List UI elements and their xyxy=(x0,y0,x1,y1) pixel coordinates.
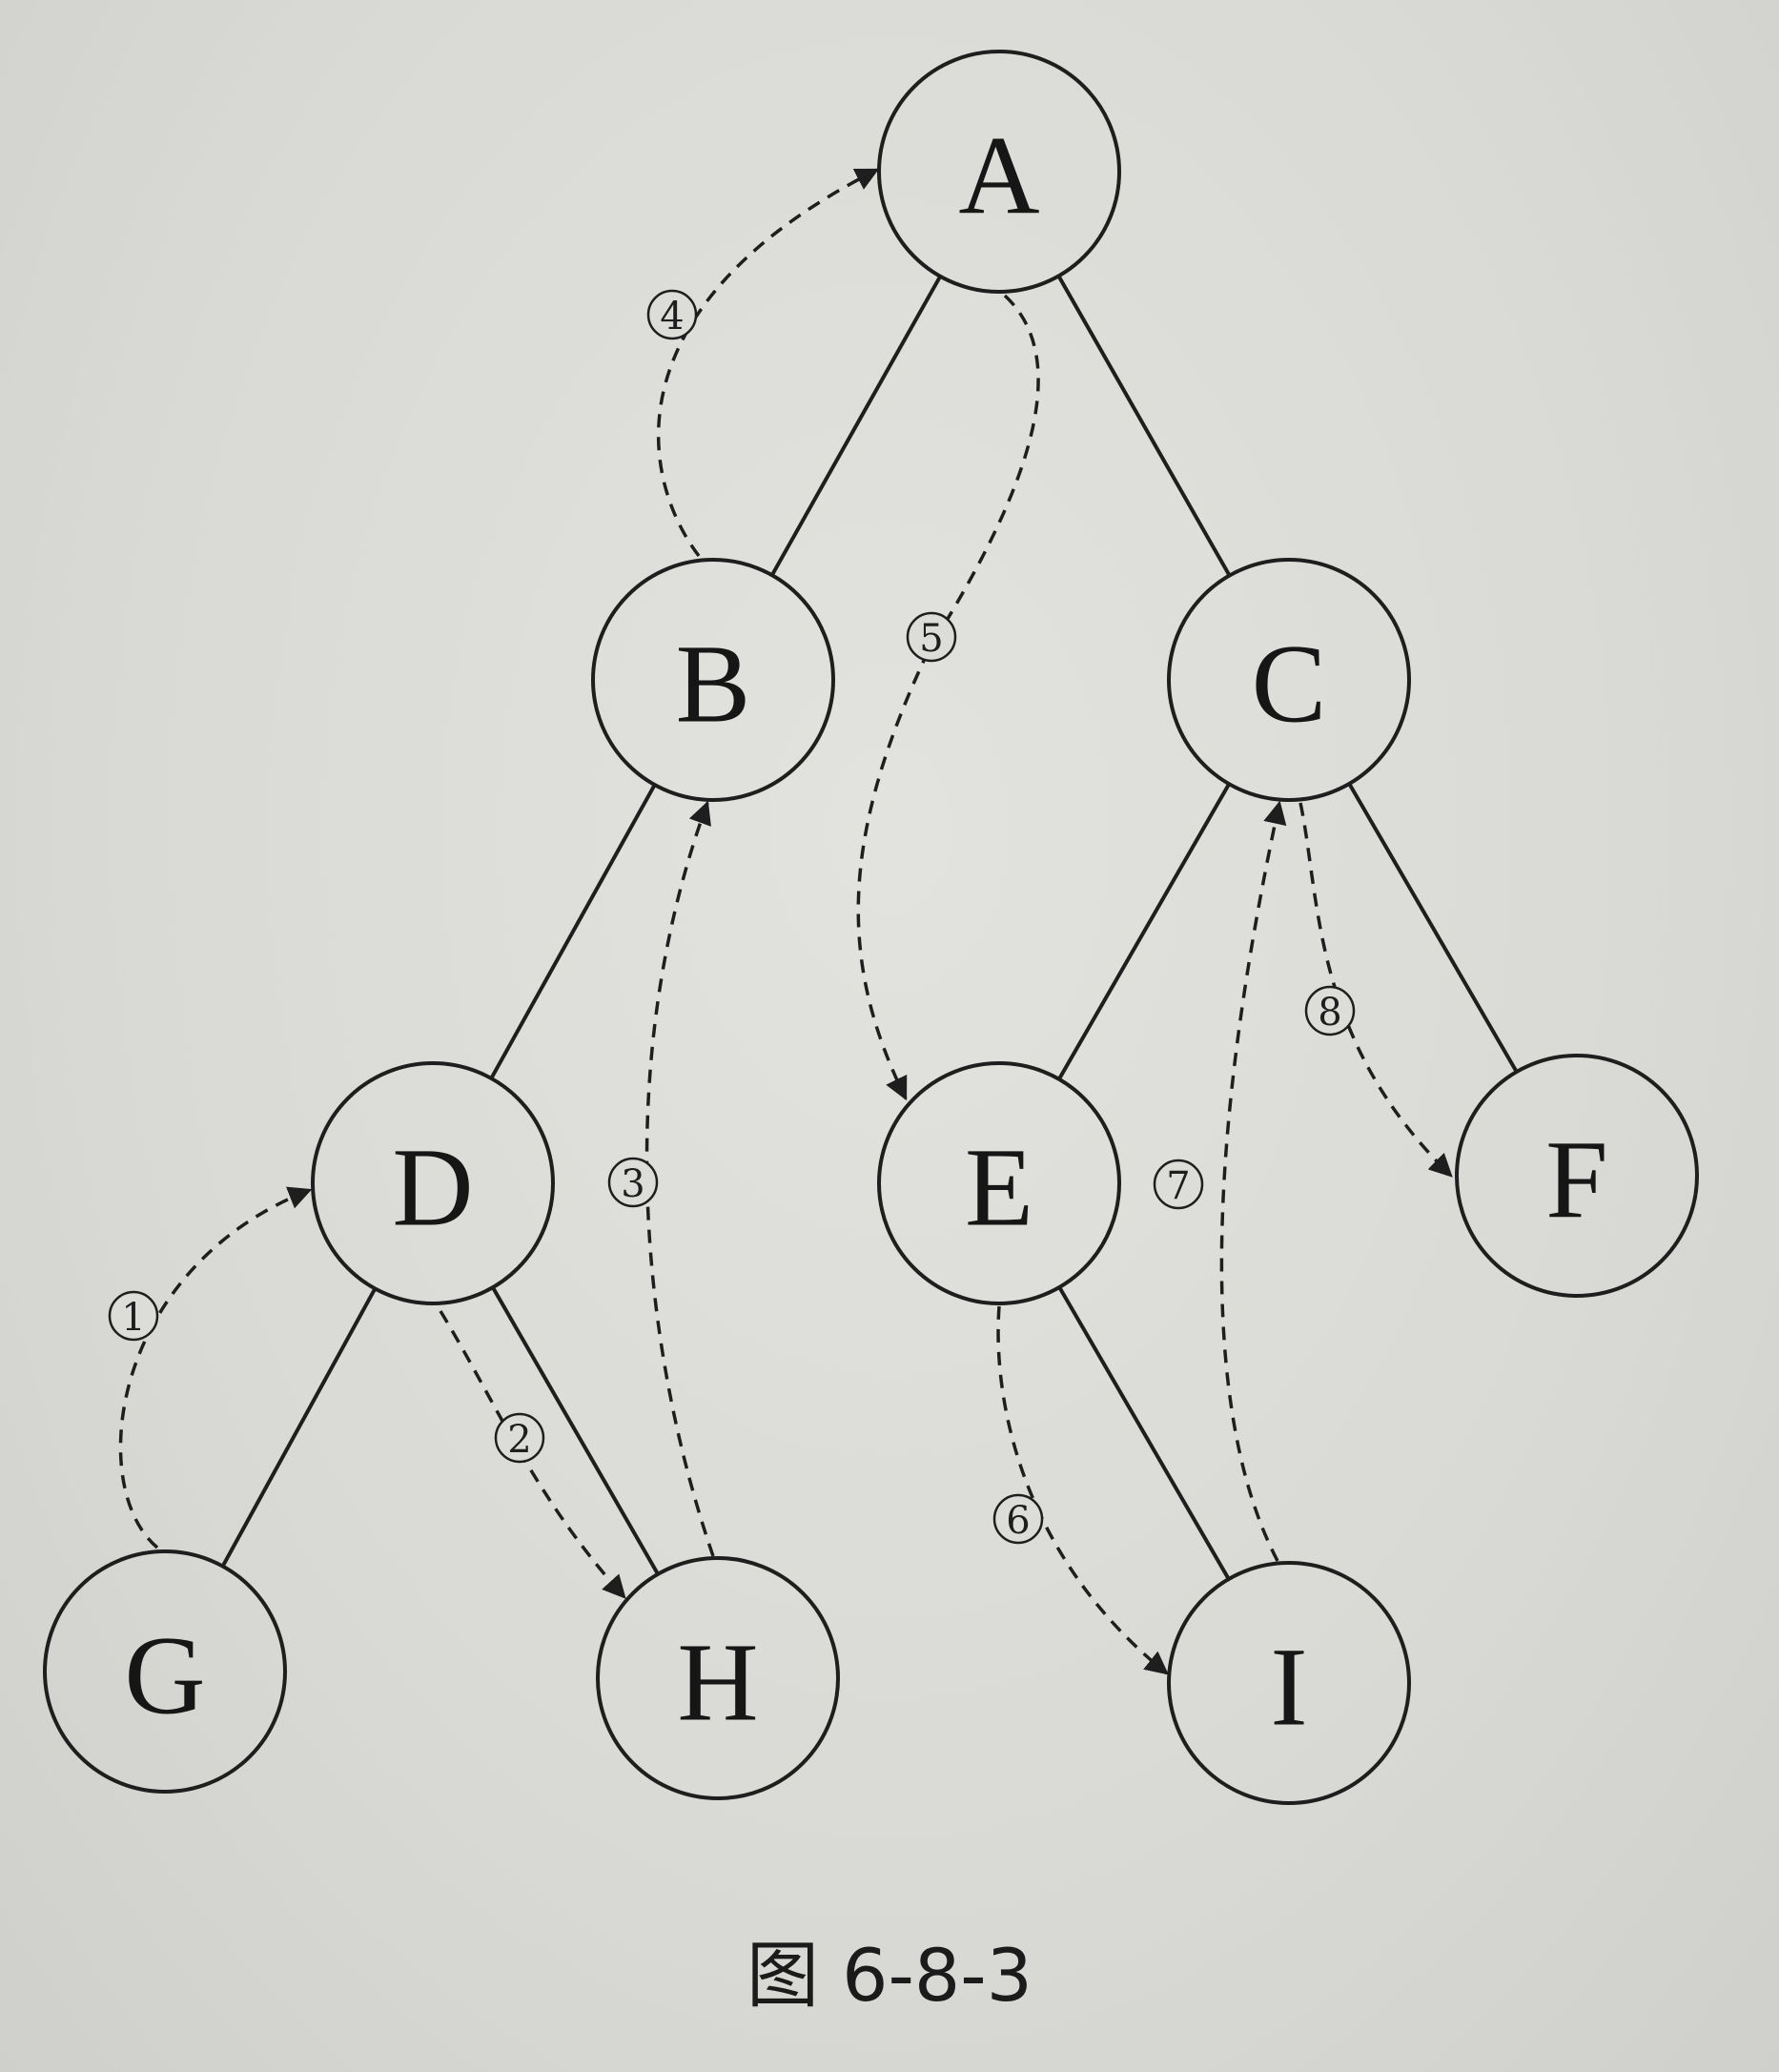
step-marker-label: 6 xyxy=(1006,1499,1030,1543)
tree-edges xyxy=(220,275,1519,1581)
node-label: H xyxy=(677,1620,758,1745)
node-c: C xyxy=(1167,558,1411,802)
thread-arrow-7 xyxy=(1219,800,1287,1562)
node-label: E xyxy=(965,1125,1033,1250)
tree-nodes: A B C D E F G H I xyxy=(43,50,1699,1805)
step-marker-6: 6 xyxy=(992,1493,1044,1545)
node-label: A xyxy=(958,113,1039,238)
node-label: C xyxy=(1252,622,1327,747)
step-marker-ring xyxy=(992,1493,1044,1545)
node-h: H xyxy=(596,1556,840,1800)
step-marker-ring xyxy=(108,1290,159,1342)
step-marker-ring xyxy=(494,1412,545,1464)
step-marker-label: 3 xyxy=(621,1162,644,1206)
node-label: B xyxy=(676,622,751,747)
edge-b-d xyxy=(489,784,657,1079)
node-label: F xyxy=(1545,1118,1608,1242)
edge-d-h xyxy=(491,1286,660,1575)
step-marker-ring xyxy=(1304,985,1356,1036)
thread-arrows xyxy=(118,168,1453,1675)
node-i: I xyxy=(1167,1561,1411,1805)
node-circle xyxy=(877,1061,1121,1305)
thread-arrow-1 xyxy=(118,1186,313,1549)
step-markers: 1 2 3 4 5 6 7 8 xyxy=(108,289,1356,1545)
thread-arrow-6 xyxy=(996,1305,1169,1675)
thread-arrow-3 xyxy=(644,800,715,1557)
node-circle xyxy=(1167,1561,1411,1805)
node-label: I xyxy=(1270,1625,1307,1750)
step-marker-8: 8 xyxy=(1304,985,1356,1036)
step-marker-label: 5 xyxy=(919,617,943,661)
step-marker-label: 7 xyxy=(1166,1164,1190,1208)
node-circle xyxy=(1455,1054,1699,1298)
node-d: D xyxy=(311,1061,555,1305)
step-marker-label: 8 xyxy=(1318,991,1341,1035)
node-f: F xyxy=(1455,1054,1699,1298)
edge-a-c xyxy=(1056,275,1232,577)
step-marker-ring xyxy=(607,1157,659,1208)
edge-c-f xyxy=(1347,782,1519,1074)
figure-caption: 图 6-8-3 xyxy=(746,1933,1033,2018)
thread-arrow-5 xyxy=(856,294,1040,1101)
step-marker-3: 3 xyxy=(607,1157,659,1208)
thread-arrow-8 xyxy=(1298,802,1453,1178)
node-circle xyxy=(43,1549,287,1794)
node-a: A xyxy=(877,50,1121,294)
thread-arrow-4 xyxy=(656,168,880,558)
edge-e-i xyxy=(1057,1285,1231,1581)
step-marker-label: 1 xyxy=(121,1296,145,1340)
step-marker-1: 1 xyxy=(108,1290,159,1342)
edge-a-b xyxy=(770,275,942,577)
step-marker-label: 2 xyxy=(507,1418,531,1462)
step-marker-4: 4 xyxy=(646,289,698,340)
node-circle xyxy=(1167,558,1411,802)
node-circle xyxy=(877,50,1121,294)
node-label: G xyxy=(124,1613,205,1738)
step-marker-label: 4 xyxy=(660,295,684,338)
node-b: B xyxy=(591,558,835,802)
edge-c-e xyxy=(1057,783,1231,1080)
step-marker-ring xyxy=(646,289,698,340)
edge-d-g xyxy=(220,1287,378,1568)
node-label: D xyxy=(392,1125,473,1250)
step-marker-ring xyxy=(1153,1159,1204,1210)
node-circle xyxy=(591,558,835,802)
step-marker-2: 2 xyxy=(494,1412,545,1464)
step-marker-ring xyxy=(906,611,957,663)
step-marker-5: 5 xyxy=(906,611,957,663)
step-marker-7: 7 xyxy=(1153,1159,1204,1210)
node-circle xyxy=(596,1556,840,1800)
node-g: G xyxy=(43,1549,287,1794)
node-circle xyxy=(311,1061,555,1305)
node-e: E xyxy=(877,1061,1121,1305)
